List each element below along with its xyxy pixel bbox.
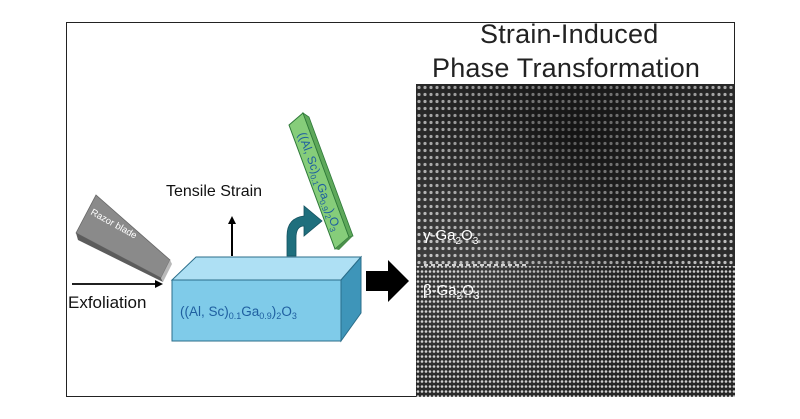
exfoliation-label: Exfoliation	[68, 293, 147, 312]
title-line-1: Strain-Induced	[480, 19, 659, 49]
gamma-phase-label: γ-Ga2O3	[423, 227, 479, 247]
exfoliated-flake: ((Al, Sc)0.1Ga0.9)2O3	[288, 111, 354, 250]
bulk-crystal-block: ((Al, Sc)0.1Ga0.9)2O3	[170, 255, 363, 343]
tensile-strain-label: Tensile Strain	[166, 183, 263, 200]
tem-micrograph	[416, 84, 735, 397]
transition-arrow	[366, 260, 409, 302]
bulk-formula: ((Al, Sc)0.1Ga0.9)2O3	[180, 304, 297, 321]
beta-phase-label: β-Ga2O3	[423, 282, 480, 302]
razor-blade: Razor blade	[75, 194, 172, 282]
curved-peel-arrow	[286, 205, 323, 257]
title-line-2: Phase Transformation	[432, 53, 701, 83]
